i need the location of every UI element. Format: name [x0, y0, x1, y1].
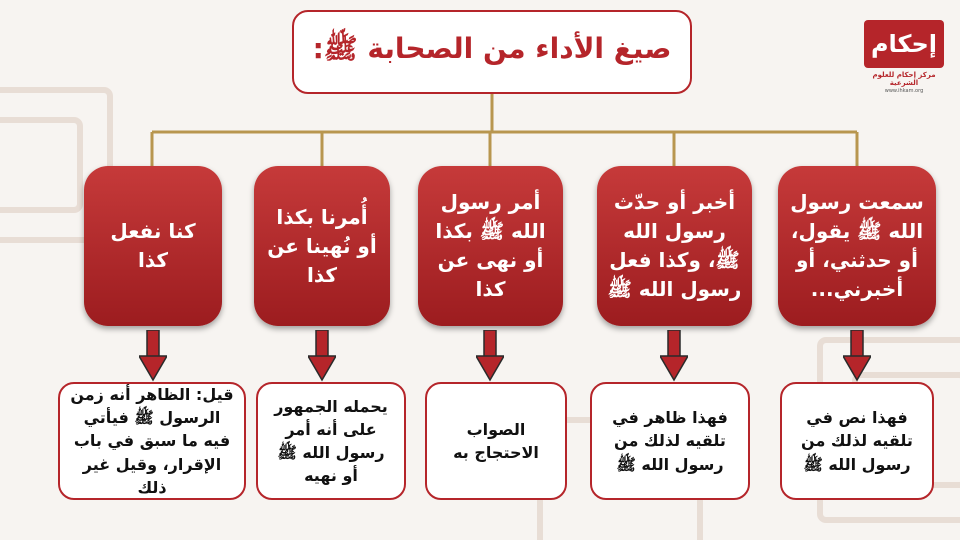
- title-box: صيغ الأداء من الصحابة ﷺ:: [292, 10, 692, 94]
- form-text-4: أُمرنا بكذا أو نُهينا عن كذا: [267, 204, 377, 287]
- down-arrow-icon: [843, 330, 871, 382]
- form-box-5: كنا نفعل كذا: [84, 166, 222, 326]
- form-text-3: أمر رسول الله ﷺ بكذا أو نهى عن كذا: [435, 190, 546, 301]
- down-arrow-icon: [660, 330, 688, 382]
- ruling-box-2: فهذا ظاهر في تلقيه لذلك من رسول الله ﷺ: [590, 382, 750, 500]
- form-box-2: أخبر أو حدّث رسول الله ﷺ، وكذا فعل رسول …: [597, 166, 752, 326]
- ruling-text-3: الصواب الاحتجاج به: [453, 419, 539, 462]
- form-text-5: كنا نفعل كذا: [110, 219, 196, 272]
- form-box-1: سمعت رسول الله ﷺ يقول، أو حدثني، أو أخبر…: [778, 166, 936, 326]
- ruling-text-4: يحمله الجمهور على أنه أمر رسول الله ﷺ أو…: [274, 396, 388, 486]
- ruling-text-5: قيل: الظاهر أنه زمن الرسول ﷺ فيأتي فيه م…: [70, 385, 234, 497]
- logo-url: www.ihkam.org: [884, 88, 924, 94]
- form-text-2: أخبر أو حدّث رسول الله ﷺ، وكذا فعل رسول …: [607, 190, 742, 301]
- ruling-box-5: قيل: الظاهر أنه زمن الرسول ﷺ فيأتي فيه م…: [58, 382, 246, 500]
- down-arrow-icon: [139, 330, 167, 382]
- form-box-3: أمر رسول الله ﷺ بكذا أو نهى عن كذا: [418, 166, 563, 326]
- down-arrow-icon: [308, 330, 336, 382]
- ruling-text-1: فهذا نص في تلقيه لذلك من رسول الله ﷺ: [801, 408, 913, 474]
- page-title: صيغ الأداء من الصحابة ﷺ:: [312, 32, 672, 65]
- down-arrow-icon: [476, 330, 504, 382]
- form-box-4: أُمرنا بكذا أو نُهينا عن كذا: [254, 166, 390, 326]
- ruling-box-1: فهذا نص في تلقيه لذلك من رسول الله ﷺ: [780, 382, 934, 500]
- logo: إحكام مركز إحكام للعلوم الشرعية www.ihka…: [864, 20, 944, 94]
- ruling-text-2: فهذا ظاهر في تلقيه لذلك من رسول الله ﷺ: [612, 408, 728, 474]
- logo-mark: إحكام: [864, 20, 944, 68]
- logo-subtitle: مركز إحكام للعلوم الشرعية: [872, 71, 936, 87]
- form-text-1: سمعت رسول الله ﷺ يقول، أو حدثني، أو أخبر…: [790, 190, 924, 301]
- ruling-box-3: الصواب الاحتجاج به: [425, 382, 567, 500]
- ruling-box-4: يحمله الجمهور على أنه أمر رسول الله ﷺ أو…: [256, 382, 406, 500]
